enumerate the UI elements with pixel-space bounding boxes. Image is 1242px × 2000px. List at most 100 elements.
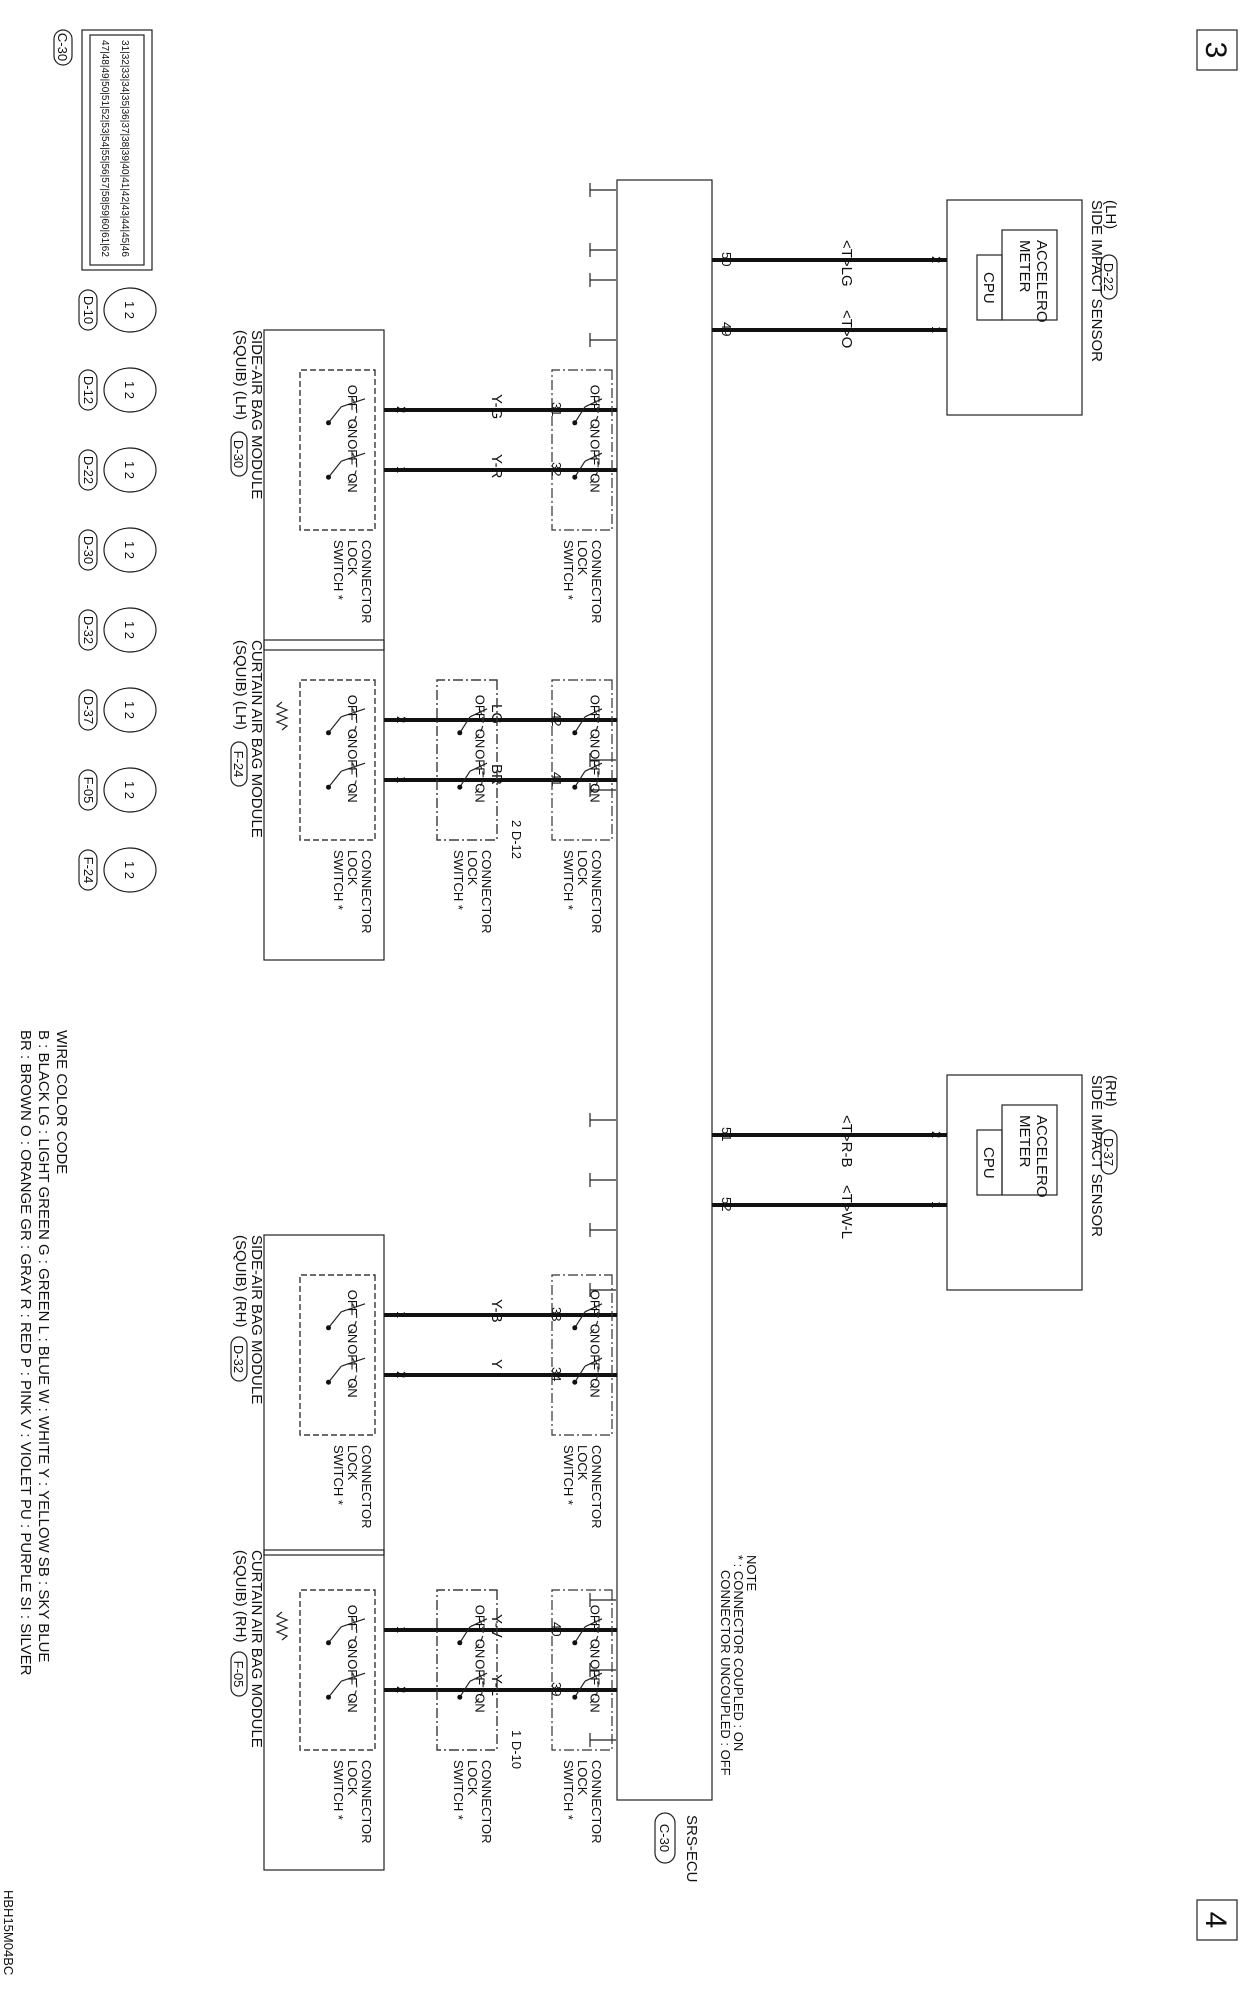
switch-off-label: OFF bbox=[472, 749, 487, 775]
sensor-ecu-pin: 49 bbox=[719, 322, 734, 336]
airbag-module-subtitle: (SQUIB) (RH) bbox=[232, 1235, 249, 1328]
accelerometer-label: ACCELERO bbox=[1033, 240, 1050, 323]
switch-arc bbox=[589, 762, 599, 794]
ecu-pin: 33 bbox=[549, 1307, 564, 1321]
switch-off-label: OFF bbox=[472, 1659, 487, 1685]
airbag-switch-area bbox=[299, 679, 376, 841]
connector-lock-switch-label: CONNECTOR bbox=[589, 540, 604, 624]
connector-view-badge bbox=[78, 609, 98, 651]
connector-view-badge bbox=[78, 449, 98, 491]
airbag-module-title: SIDE-AIR BAG MODULE bbox=[248, 1235, 265, 1404]
switch-off-label: OFF bbox=[587, 439, 602, 465]
connector-lock-switch-label: CONNECTOR bbox=[589, 1760, 604, 1844]
airbag-module-subtitle: (SQUIB) (LH) bbox=[232, 330, 249, 420]
switch-pivot bbox=[457, 730, 463, 736]
connector-lock-switch-label: LOCK bbox=[575, 540, 590, 576]
switch-blade bbox=[459, 770, 471, 788]
squib-resistor bbox=[275, 701, 289, 731]
connector-lock-switch-box bbox=[551, 679, 613, 841]
switch-on-label: ON bbox=[345, 419, 360, 439]
squib-resistor bbox=[275, 1611, 289, 1641]
connector-lock-switch-box bbox=[436, 679, 498, 841]
svg-text:31|32|33|34|35|36|37|38|39|40|: 31|32|33|34|35|36|37|38|39|40|41|42|43|4… bbox=[119, 40, 130, 257]
switch-on-label: ON bbox=[345, 473, 360, 493]
connector-view-pins: 1 2 bbox=[122, 701, 137, 719]
svg-text:WIRE COLOR CODE: WIRE COLOR CODE bbox=[53, 1030, 70, 1174]
switch-pivot bbox=[572, 474, 578, 480]
sensor-ecu-pin: 51 bbox=[719, 1127, 734, 1141]
svg-text:4: 4 bbox=[1199, 1912, 1232, 1929]
connector-view-body bbox=[103, 527, 157, 573]
switch-arc bbox=[474, 708, 484, 740]
airbag-module-title: SIDE-AIR BAG MODULE bbox=[248, 330, 265, 499]
connector-view-pins: 1 2 bbox=[122, 301, 137, 319]
connector-view-pins: 1 2 bbox=[122, 861, 137, 879]
switch-pivot bbox=[572, 1325, 578, 1331]
airbag-pin: 1 bbox=[394, 1626, 409, 1633]
switch-contact bbox=[341, 1618, 366, 1628]
connector-view-badge bbox=[78, 849, 98, 891]
connector-lock-switch-label: CONNECTOR bbox=[589, 1445, 604, 1529]
switch-pivot bbox=[572, 1694, 578, 1700]
airbag-module-box bbox=[263, 1549, 385, 1871]
switch-arc bbox=[474, 1618, 484, 1650]
switch-off-label: OFF bbox=[345, 1344, 360, 1370]
switch-contact bbox=[584, 708, 603, 718]
sensor-box bbox=[946, 1074, 1083, 1291]
svg-text:B : BLACK LG : LIGHT GREEN: B : BLACK LG : LIGHT GREEN G : GREEN L :… bbox=[35, 1030, 52, 1662]
connector-view-label: F-05 bbox=[81, 777, 96, 804]
ecu-pin: 31 bbox=[549, 402, 564, 416]
connector-lock-switch-label: CONNECTOR bbox=[359, 1760, 374, 1844]
connector-view-body bbox=[103, 687, 157, 733]
connector-lock-switch-label: LOCK bbox=[575, 1760, 590, 1796]
airbag-pin: 2 bbox=[394, 1371, 409, 1378]
svg-text:NOTE: NOTE bbox=[744, 1555, 759, 1591]
airbag-connector-badge bbox=[230, 1336, 248, 1382]
connector-view-pins: 1 2 bbox=[122, 381, 137, 399]
switch-contact bbox=[341, 398, 366, 408]
accelerometer-label: ACCELERO bbox=[1033, 1115, 1050, 1198]
sensor-connector-badge bbox=[1100, 1129, 1118, 1175]
airbag-module-box bbox=[263, 1234, 385, 1556]
sensor-wire-color: <T>R-B bbox=[838, 1115, 855, 1168]
svg-text:BR : BROWN O : ORANGE GR: BR : BROWN O : ORANGE GR : GRAY R : RED … bbox=[17, 1030, 34, 1676]
switch-on-label: ON bbox=[587, 473, 602, 493]
switch-arc bbox=[348, 1303, 358, 1335]
switch-off-label: OFF bbox=[345, 1659, 360, 1685]
switch-off-label: OFF bbox=[587, 1659, 602, 1685]
switch-arc bbox=[348, 452, 358, 484]
switch-arc bbox=[589, 1618, 599, 1650]
connector-view-badge bbox=[78, 769, 98, 811]
switch-contact bbox=[341, 1303, 366, 1313]
switch-pivot bbox=[326, 1379, 331, 1385]
airbag-module-title: CURTAIN AIR BAG MODULE bbox=[248, 640, 265, 838]
switch-on-label: ON bbox=[587, 1324, 602, 1344]
connector-view-label: D-10 bbox=[81, 296, 96, 324]
switch-on-label: ON bbox=[345, 1693, 360, 1713]
connector-view-label: D-37 bbox=[81, 696, 96, 724]
connector-lock-switch-label: SWITCH * bbox=[331, 540, 346, 600]
switch-pivot bbox=[572, 1640, 578, 1646]
switch-arc bbox=[474, 1672, 484, 1704]
diagram-code: HBH15M04BC bbox=[1, 1890, 16, 1975]
connector-view-badge bbox=[78, 689, 98, 731]
switch-blade bbox=[328, 1311, 342, 1329]
switch-arc bbox=[589, 452, 599, 484]
airbag-switch-area bbox=[299, 1274, 376, 1436]
connector-lock-switch-box bbox=[551, 1589, 613, 1751]
switch-arc bbox=[348, 1618, 358, 1650]
connector-view-badge bbox=[78, 529, 98, 571]
switch-arc bbox=[589, 1357, 599, 1389]
airbag-module-subtitle: (SQUIB) (LH) bbox=[232, 640, 249, 730]
svg-text:* : CONNECTOR COUPLED : ON: * : CONNECTOR COUPLED : ON bbox=[731, 1555, 746, 1751]
switch-blade bbox=[574, 770, 586, 788]
airbag-connector-label: D-30 bbox=[231, 440, 246, 468]
